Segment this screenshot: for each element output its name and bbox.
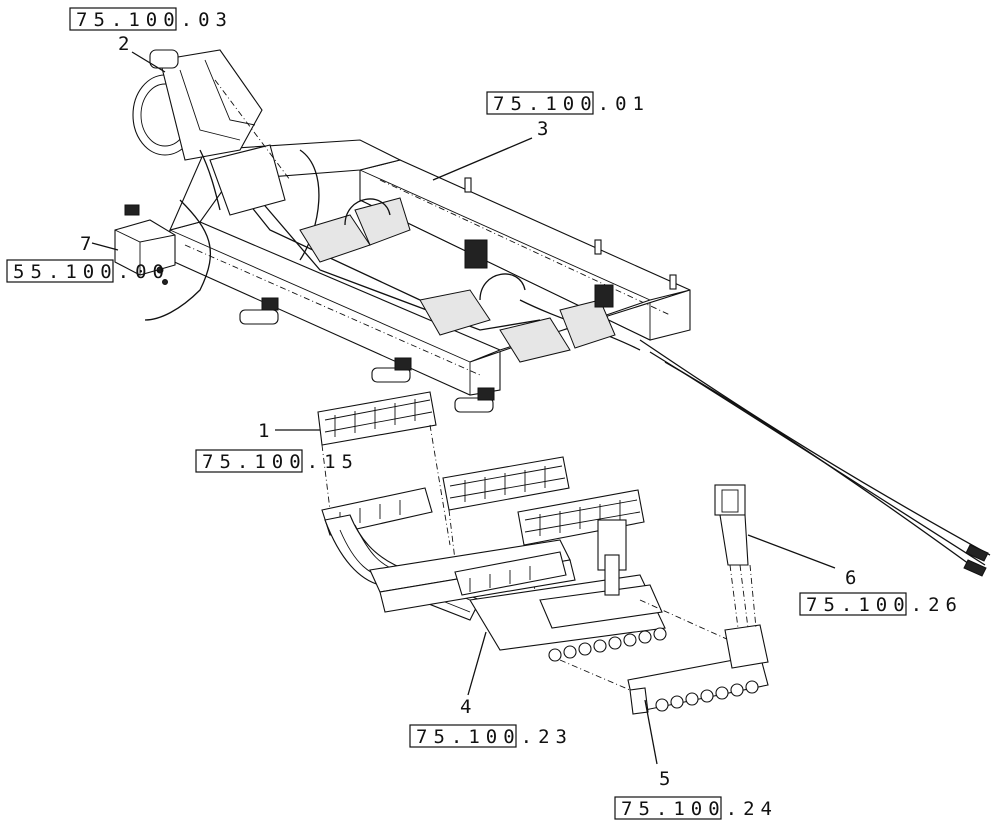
reference-label-5: 75.100.24 [614, 796, 778, 820]
reference-code-1: 75.100.15 [202, 451, 359, 473]
reference-code-4: 75.100.23 [416, 726, 573, 748]
rear-outlets [655, 680, 759, 712]
manifold-outlets [548, 627, 667, 662]
callout-number-5: 5 [659, 768, 670, 790]
reference-label-3: 75.100.01 [486, 91, 650, 115]
callout-number-6: 6 [845, 567, 856, 589]
tank-body [114, 219, 176, 276]
callout-number-4: 4 [460, 696, 471, 718]
callout-number-3: 3 [537, 118, 548, 140]
reference-label-2: 75.100.03 [69, 7, 233, 31]
reference-labels: 75.100.03 75.100.01 55.100.00 75.100.15 … [6, 7, 963, 820]
reference-code-7: 55.100.00 [13, 261, 170, 283]
reference-code-5: 75.100.24 [621, 798, 778, 820]
callout-number-1: 1 [258, 420, 269, 442]
reference-label-4: 75.100.23 [409, 724, 573, 748]
frame-cylinders [239, 297, 495, 413]
seed-tray-1 [317, 391, 437, 446]
seed-tray-3 [517, 489, 645, 546]
bracket-assembly [714, 484, 757, 629]
callout-numbers: 2 3 7 1 4 5 6 [80, 33, 856, 790]
rear-manifold [559, 624, 769, 715]
reference-code-2: 75.100.03 [76, 9, 233, 31]
reference-code-6: 75.100.26 [806, 594, 963, 616]
leader-lines [91, 51, 836, 765]
manifold-assembly [321, 487, 741, 662]
frame-assembly [144, 139, 991, 577]
reference-code-3: 75.100.01 [493, 93, 650, 115]
reference-label-1: 75.100.15 [195, 449, 359, 473]
reference-label-6: 75.100.26 [799, 592, 963, 616]
callout-number-2: 2 [118, 33, 129, 55]
tank-assembly [114, 204, 176, 285]
reference-label-7: 55.100.00 [6, 259, 170, 283]
seed-tray-group [317, 391, 645, 591]
frame-meter-housings [299, 197, 616, 363]
seed-tray-2 [442, 456, 570, 511]
callout-number-7: 7 [80, 233, 91, 255]
fan-assembly [132, 49, 291, 216]
